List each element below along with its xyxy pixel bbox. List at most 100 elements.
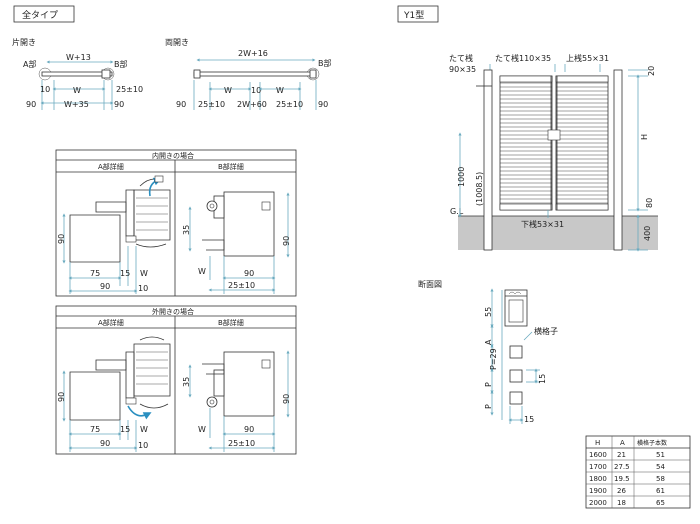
svg-text:90: 90 bbox=[114, 100, 124, 109]
svg-text:外開きの場合: 外開きの場合 bbox=[152, 307, 194, 316]
svg-text:25±10: 25±10 bbox=[198, 100, 225, 109]
table-cell: 19.5 bbox=[614, 475, 630, 483]
svg-text:W: W bbox=[224, 86, 232, 95]
table-cell: 51 bbox=[656, 451, 665, 459]
svg-text:20: 20 bbox=[647, 66, 656, 76]
svg-text:B部詳細: B部詳細 bbox=[218, 318, 244, 327]
svg-text:90: 90 bbox=[176, 100, 186, 109]
svg-text:両開き: 両開き bbox=[165, 38, 189, 47]
svg-text:断面図: 断面図 bbox=[418, 279, 442, 289]
y1-type-tag: Y1型 bbox=[397, 5, 439, 23]
svg-text:90: 90 bbox=[318, 100, 328, 109]
table-cell: 21 bbox=[617, 451, 626, 459]
svg-text:P: P bbox=[484, 382, 493, 387]
svg-text:A部詳細: A部詳細 bbox=[98, 318, 124, 327]
svg-text:A: A bbox=[484, 339, 493, 345]
svg-text:90: 90 bbox=[100, 439, 110, 448]
table-cell: 27.5 bbox=[614, 463, 630, 471]
single-open-plan: 片開き A部 B部 W+13 10 W 25±10 90 W+35 90 bbox=[12, 37, 143, 110]
svg-text:35: 35 bbox=[182, 377, 191, 387]
svg-text:25±10: 25±10 bbox=[116, 85, 143, 94]
svg-text:横格子: 横格子 bbox=[534, 326, 558, 336]
svg-text:90: 90 bbox=[57, 392, 66, 402]
svg-text:Y1型: Y1型 bbox=[403, 10, 424, 21]
svg-text:B部詳細: B部詳細 bbox=[218, 162, 244, 171]
spec-table: H A 横格子本数 1600 21 51 1700 27.5 54 1800 1… bbox=[585, 435, 691, 509]
svg-text:55: 55 bbox=[484, 307, 493, 317]
svg-text:上桟55×31: 上桟55×31 bbox=[566, 53, 609, 63]
table-cell: 1800 bbox=[589, 475, 607, 483]
table-cell: 58 bbox=[656, 475, 665, 483]
svg-text:75: 75 bbox=[90, 425, 100, 434]
svg-text:W+13: W+13 bbox=[66, 53, 91, 62]
table-cell: 2000 bbox=[589, 499, 607, 507]
svg-text:たて桟: たて桟 bbox=[449, 53, 473, 63]
svg-text:15: 15 bbox=[120, 269, 130, 278]
svg-text:80: 80 bbox=[645, 198, 654, 208]
svg-text:P: P bbox=[484, 404, 493, 409]
svg-text:15: 15 bbox=[524, 415, 534, 424]
svg-text:W+35: W+35 bbox=[64, 100, 89, 109]
svg-text:下桟53×31: 下桟53×31 bbox=[521, 219, 564, 229]
svg-text:W: W bbox=[198, 425, 206, 434]
table-header: A bbox=[620, 439, 625, 447]
section-view: 断面図 55 A P=29 P P 横格子 15 15 bbox=[418, 279, 558, 424]
svg-text:A部: A部 bbox=[23, 59, 36, 69]
svg-text:A部詳細: A部詳細 bbox=[98, 162, 124, 171]
outward-detail-panel: 外開きの場合 A部詳細 B部詳細 90 75 15 W 90 10 35 bbox=[55, 305, 297, 455]
svg-text:90: 90 bbox=[100, 282, 110, 291]
double-open-plan: 両開き 2W+16 B部 W 10 W 90 25±10 2W+60 25±10… bbox=[165, 38, 332, 110]
table-cell: 18 bbox=[617, 499, 626, 507]
svg-text:W: W bbox=[276, 86, 284, 95]
svg-text:25±10: 25±10 bbox=[276, 100, 303, 109]
svg-text:90: 90 bbox=[244, 269, 254, 278]
svg-text:B部: B部 bbox=[318, 58, 332, 68]
svg-text:15: 15 bbox=[538, 374, 547, 384]
svg-text:90: 90 bbox=[57, 234, 66, 244]
table-cell: 1700 bbox=[589, 463, 607, 471]
svg-text:25±10: 25±10 bbox=[228, 439, 255, 448]
svg-text:90: 90 bbox=[282, 236, 291, 246]
svg-text:G.L: G.L bbox=[450, 207, 464, 216]
svg-text:W: W bbox=[140, 425, 148, 434]
svg-text:35: 35 bbox=[182, 225, 191, 235]
svg-text:90: 90 bbox=[26, 100, 36, 109]
table-cell: 65 bbox=[656, 499, 665, 507]
svg-text:15: 15 bbox=[120, 425, 130, 434]
svg-text:全タイプ: 全タイプ bbox=[22, 9, 58, 21]
svg-text:(1008.5): (1008.5) bbox=[475, 172, 484, 206]
inward-detail-panel: 内開きの場合 A部詳細 B部詳細 90 75 15 W 90 10 bbox=[55, 149, 297, 297]
svg-text:25±10: 25±10 bbox=[228, 281, 255, 290]
svg-text:たて桟110×35: たて桟110×35 bbox=[495, 53, 551, 63]
svg-text:90: 90 bbox=[282, 394, 291, 404]
svg-text:2W+60: 2W+60 bbox=[237, 100, 267, 109]
svg-text:内開きの場合: 内開きの場合 bbox=[152, 151, 194, 160]
svg-text:90: 90 bbox=[244, 425, 254, 434]
svg-text:片開き: 片開き bbox=[12, 37, 36, 47]
svg-text:400: 400 bbox=[643, 226, 652, 241]
svg-text:W: W bbox=[140, 269, 148, 278]
svg-text:90×35: 90×35 bbox=[449, 65, 476, 74]
svg-text:75: 75 bbox=[90, 269, 100, 278]
svg-text:W: W bbox=[73, 86, 81, 95]
svg-text:10: 10 bbox=[138, 284, 148, 293]
table-header: 横格子本数 bbox=[637, 439, 667, 447]
svg-text:10: 10 bbox=[251, 86, 261, 95]
svg-text:2W+16: 2W+16 bbox=[238, 49, 268, 58]
table-header: H bbox=[595, 439, 600, 447]
table-cell: 1900 bbox=[589, 487, 607, 495]
svg-text:10: 10 bbox=[138, 441, 148, 450]
table-cell: 54 bbox=[656, 463, 665, 471]
table-cell: 61 bbox=[656, 487, 665, 495]
svg-text:10: 10 bbox=[40, 85, 50, 94]
table-cell: 1600 bbox=[589, 451, 607, 459]
all-type-tag: 全タイプ bbox=[13, 5, 75, 23]
svg-text:W: W bbox=[198, 267, 206, 276]
svg-text:1000: 1000 bbox=[457, 167, 466, 187]
y1-elevation: たて桟 90×35 たて桟110×35 上桟55×31 G.L 1000 (10… bbox=[449, 53, 658, 252]
svg-text:H: H bbox=[640, 134, 649, 140]
svg-text:P=29: P=29 bbox=[489, 348, 498, 370]
table-cell: 26 bbox=[617, 487, 626, 495]
svg-text:B部: B部 bbox=[114, 59, 128, 69]
